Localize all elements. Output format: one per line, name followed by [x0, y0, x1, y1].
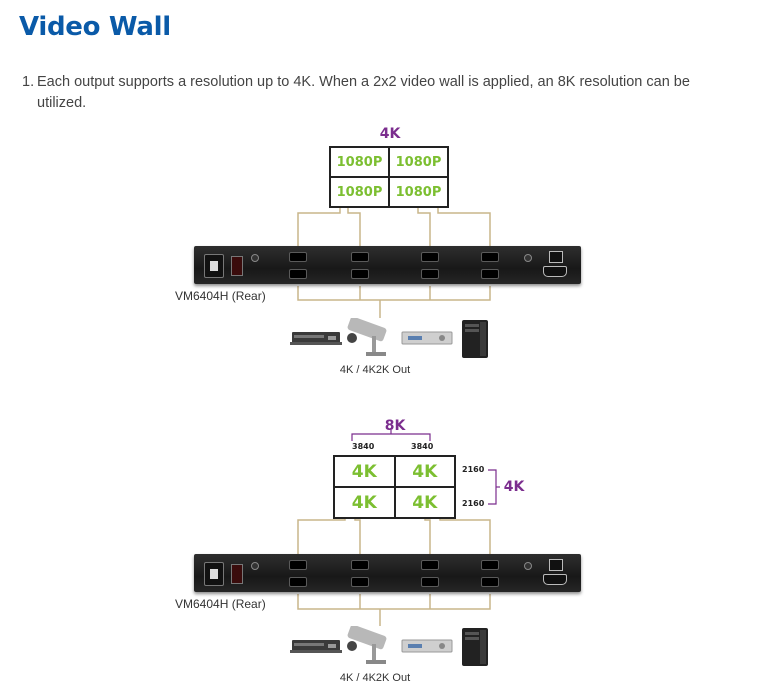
device-label: VM6404H (Rear) — [175, 597, 266, 611]
screw-icon — [524, 254, 532, 262]
hdmi-port-icon — [421, 252, 439, 262]
output-label: 4K / 4K2K Out — [339, 672, 411, 684]
list-item-text: Each output supports a resolution up to … — [37, 74, 690, 111]
video-wall-grid: 1080P 1080P 1080P 1080P — [329, 146, 449, 208]
hdmi-port-icon — [351, 560, 369, 570]
hdmi-port-icon — [289, 252, 307, 262]
ground-screw-icon — [251, 562, 259, 570]
screen-cell: 4K — [334, 487, 395, 518]
media-player-icon — [401, 331, 453, 345]
serial-port-icon — [543, 574, 567, 585]
hdmi-port-icon — [421, 560, 439, 570]
matrix-switch-rear-panel — [194, 246, 581, 284]
height-resolution-label: 2160 — [462, 465, 485, 474]
hdmi-port-icon — [481, 560, 499, 570]
hdmi-port-icon — [289, 577, 307, 587]
dvd-player-icon — [290, 332, 342, 345]
device-label: VM6404H (Rear) — [175, 289, 266, 303]
hdmi-port-icon — [481, 577, 499, 587]
ethernet-port-icon — [549, 251, 563, 263]
security-camera-icon — [347, 318, 387, 356]
height-resolution-label: 2160 — [462, 499, 485, 508]
serial-port-icon — [543, 266, 567, 277]
screen-cell: 1080P — [389, 147, 448, 177]
hdmi-port-icon — [421, 269, 439, 279]
screw-icon — [524, 562, 532, 570]
power-switch-icon — [231, 256, 243, 276]
hdmi-port-icon — [289, 269, 307, 279]
matrix-switch-rear-panel — [194, 554, 581, 592]
pc-tower-icon — [462, 320, 488, 358]
output-label: 4K / 4K2K Out — [339, 364, 411, 376]
wall-resolution-label: 8K — [384, 418, 406, 434]
dvd-player-icon — [290, 640, 342, 653]
screen-cell: 4K — [394, 456, 455, 487]
hdmi-port-icon — [481, 252, 499, 262]
hdmi-port-icon — [481, 269, 499, 279]
media-player-icon — [401, 639, 453, 653]
hdmi-port-icon — [351, 252, 369, 262]
screen-cell: 4K — [394, 487, 455, 518]
page-title: Video Wall — [19, 12, 171, 42]
wall-resolution-label: 4K — [379, 126, 401, 142]
hdmi-port-icon — [351, 269, 369, 279]
power-socket-icon — [204, 562, 224, 586]
width-resolution-label: 3840 — [411, 442, 434, 451]
cable-lines — [297, 208, 491, 318]
hdmi-port-icon — [421, 577, 439, 587]
side-resolution-label: 4K — [503, 479, 525, 495]
list-item-number: 1. — [22, 74, 35, 90]
video-wall-diagram-8k: 8K 3840 3840 4K 4K 4K 4K 2160 2160 4K VM… — [0, 0, 761, 684]
power-socket-icon — [204, 254, 224, 278]
source-devices — [290, 318, 488, 358]
security-camera-icon — [347, 626, 387, 664]
video-wall-diagram-4k: 4K 1080P 1080P 1080P 1080P VM6404H (Rear… — [0, 0, 761, 376]
source-devices — [290, 626, 488, 666]
screen-cell: 1080P — [330, 177, 389, 207]
screen-cell: 1080P — [330, 147, 389, 177]
hdmi-port-icon — [351, 577, 369, 587]
video-wall-grid: 4K 4K 4K 4K — [333, 455, 456, 519]
power-switch-icon — [231, 564, 243, 584]
pc-tower-icon — [462, 628, 488, 666]
ethernet-port-icon — [549, 559, 563, 571]
screen-cell: 4K — [334, 456, 395, 487]
width-resolution-label: 3840 — [352, 442, 375, 451]
hdmi-port-icon — [289, 560, 307, 570]
ground-screw-icon — [251, 254, 259, 262]
screen-cell: 1080P — [389, 177, 448, 207]
